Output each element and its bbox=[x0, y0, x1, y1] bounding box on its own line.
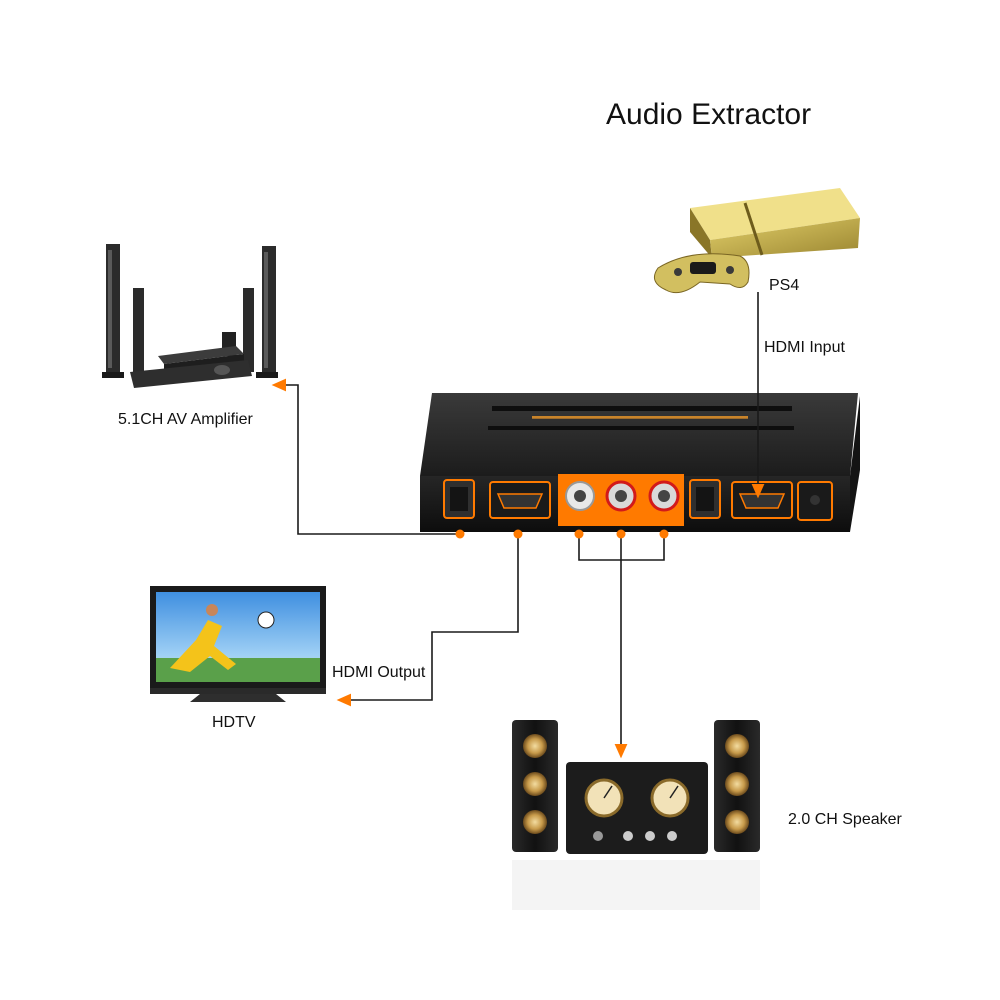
hdmi-out-port bbox=[489, 481, 551, 519]
optical-to-amplifier-wire bbox=[271, 378, 460, 535]
rca-red-right-dot bbox=[659, 529, 669, 539]
rca-red-jack-left bbox=[605, 480, 637, 512]
rca-panel bbox=[558, 474, 684, 526]
hdtv-label: HDTV bbox=[212, 714, 256, 731]
ps4-label: PS4 bbox=[769, 277, 799, 294]
hdtv-device: HDTV bbox=[150, 586, 326, 731]
hdmi-out-dot bbox=[513, 529, 523, 539]
optical-out-port bbox=[443, 479, 475, 519]
ps4-device: PS4 bbox=[653, 188, 860, 294]
rca-white-dot bbox=[574, 529, 584, 539]
ps4-console-image bbox=[690, 188, 860, 258]
hdmi-output-label: HDMI Output bbox=[332, 664, 426, 681]
audio-extractor-box: ▬▬▬▬▬▬▬▬▬▬▬▬▬▬▬▬▬▬▬▬▬▬▬▬ bbox=[420, 393, 860, 532]
rca-red-left-dot bbox=[616, 529, 626, 539]
speaker-image bbox=[512, 720, 760, 910]
power-port bbox=[797, 481, 833, 521]
hdmi-in-port bbox=[731, 481, 793, 519]
optical-out-dot bbox=[455, 529, 465, 539]
hdtv-image bbox=[150, 586, 326, 702]
hdmi-input-label: HDMI Input bbox=[764, 339, 845, 356]
page-title: Audio Extractor bbox=[606, 98, 811, 131]
speaker-device: 2.0 CH Speaker bbox=[512, 720, 903, 910]
amplifier-image bbox=[102, 244, 278, 388]
amplifier-label: 5.1CH AV Amplifier bbox=[118, 411, 254, 428]
box-top-print: ▬▬▬▬▬▬▬▬▬▬▬▬▬▬▬▬▬▬▬▬▬▬▬▬ bbox=[532, 414, 748, 424]
speaker-label: 2.0 CH Speaker bbox=[788, 811, 903, 828]
wire-endpoints bbox=[455, 529, 669, 539]
amplifier-device: 5.1CH AV Amplifier bbox=[102, 244, 278, 428]
hdmi-output-wire bbox=[336, 534, 519, 707]
rca-white-jack bbox=[565, 481, 595, 511]
rca-red-jack-right bbox=[648, 480, 680, 512]
wires bbox=[271, 292, 765, 759]
optical-in-port bbox=[689, 479, 721, 519]
ps4-controller-image bbox=[653, 253, 750, 294]
